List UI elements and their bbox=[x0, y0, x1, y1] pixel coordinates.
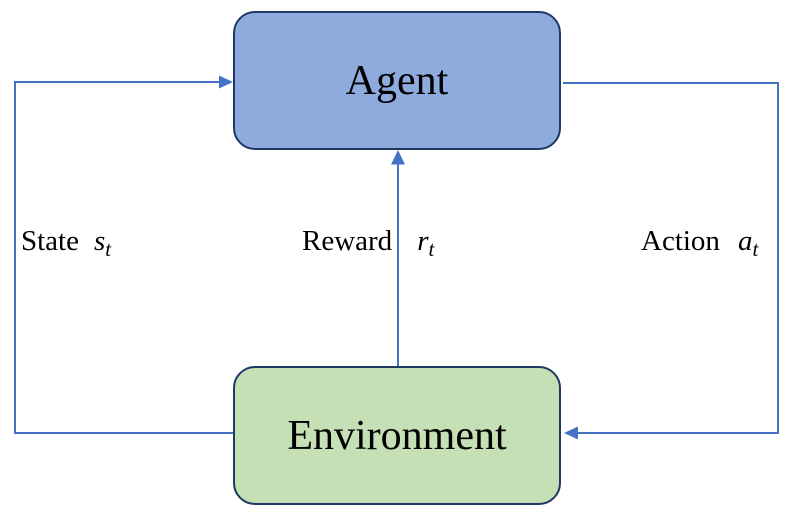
state-symbol: st bbox=[94, 225, 112, 261]
action-symbol: at bbox=[737, 225, 759, 261]
agent-node: Agent bbox=[233, 11, 561, 150]
action-word: Action bbox=[641, 225, 720, 257]
agent-node-label: Agent bbox=[345, 57, 449, 104]
environment-node: Environment bbox=[233, 366, 561, 505]
reward-subscript: t bbox=[428, 236, 435, 261]
action-arrowhead bbox=[564, 426, 578, 440]
state-label: State st bbox=[21, 224, 111, 260]
reward-label: Reward rt bbox=[302, 224, 434, 260]
state-arrow-line bbox=[14, 81, 233, 434]
state-word: State bbox=[21, 225, 79, 257]
reward-arrowhead bbox=[391, 150, 405, 165]
reward-word: Reward bbox=[302, 225, 393, 257]
state-subscript: t bbox=[105, 236, 112, 261]
environment-node-label: Environment bbox=[287, 412, 507, 459]
reward-symbol: rt bbox=[417, 225, 435, 261]
action-label: Action at bbox=[641, 224, 758, 260]
action-arrow-line bbox=[563, 82, 779, 434]
state-arrowhead bbox=[219, 75, 233, 89]
action-subscript: t bbox=[752, 236, 759, 261]
